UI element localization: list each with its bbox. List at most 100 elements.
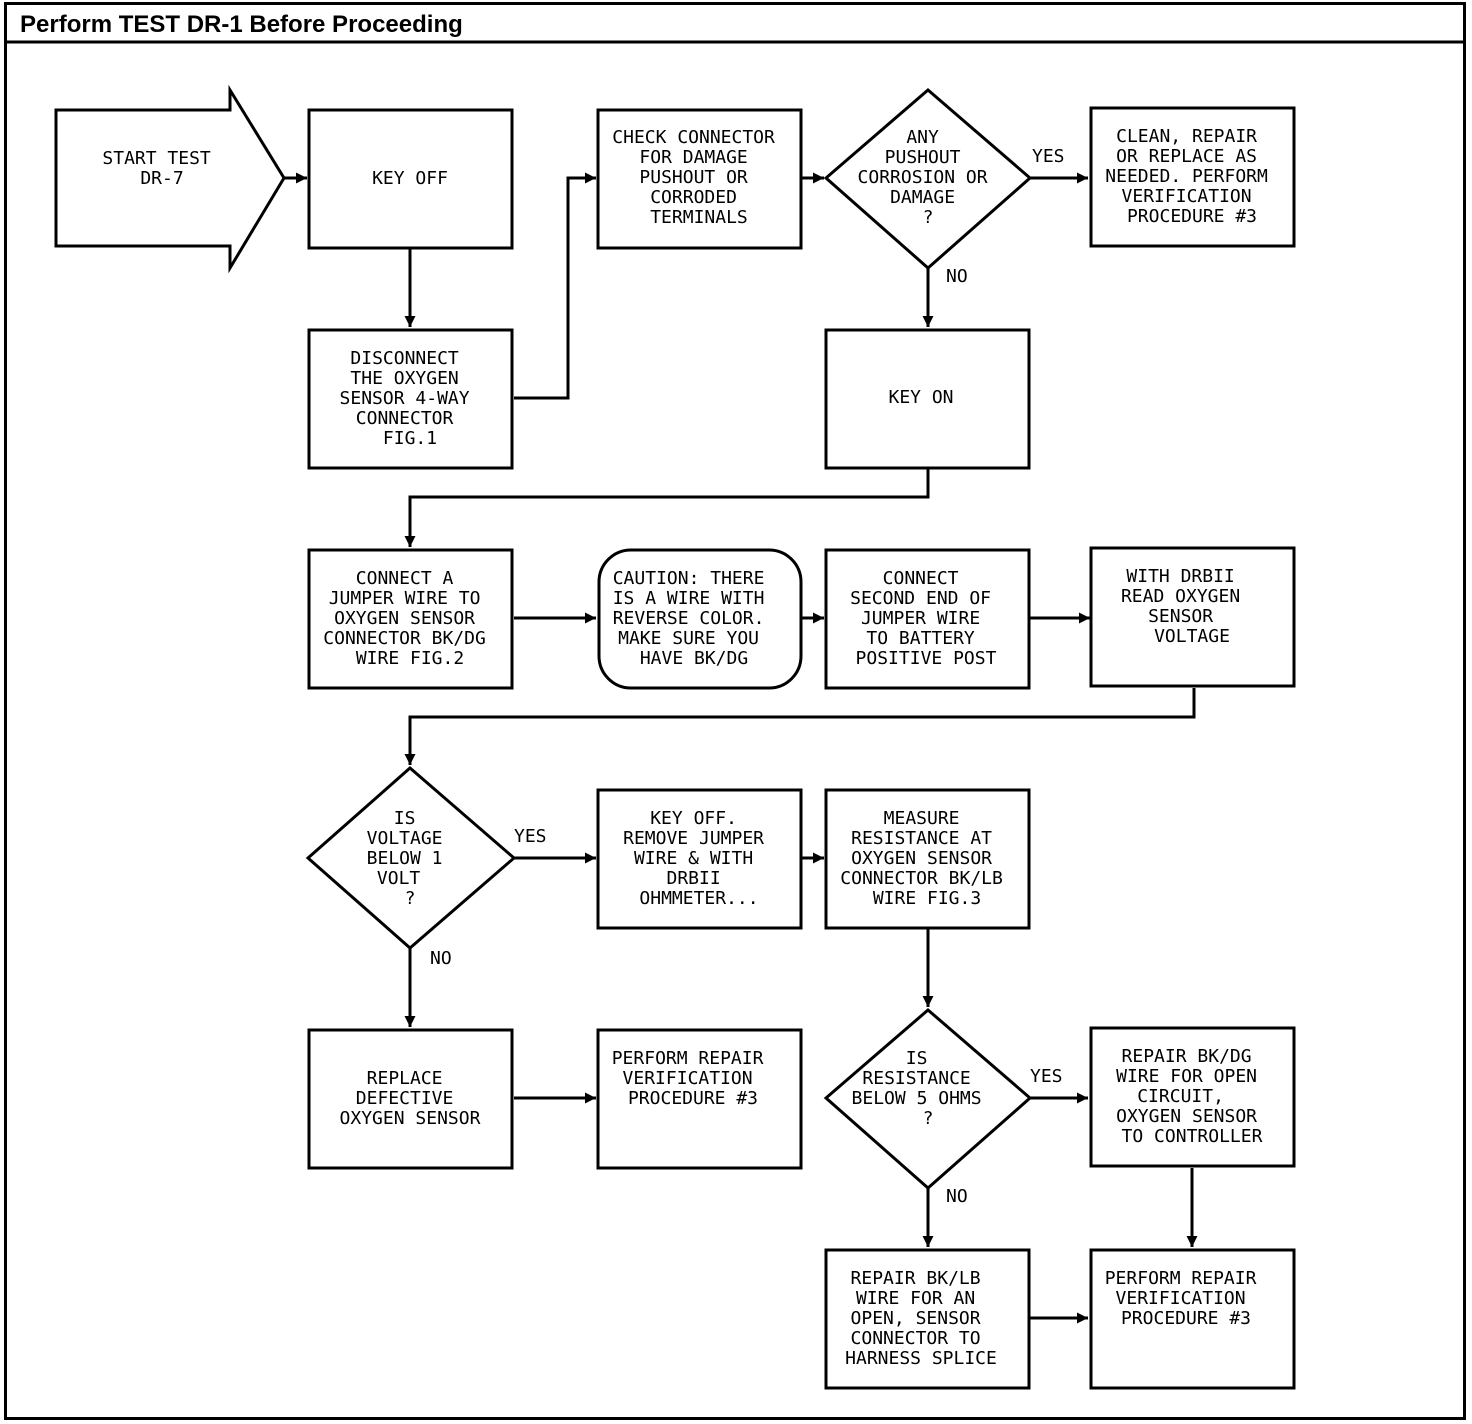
is-resistance-label: IS RESISTANCE BELOW 5 OHMS ? (852, 1048, 993, 1129)
replace-sensor-label: REPLACE DEFECTIVE OXYGEN SENSOR (340, 1068, 481, 1129)
any-pushout-line: DAMAGE (890, 187, 955, 208)
clean-repair-line: CLEAN, REPAIR (1116, 126, 1257, 147)
node-clean-repair: CLEAN, REPAIR OR REPLACE AS NEEDED. PERF… (1089, 106, 1296, 248)
repair-bkdg-line: CIRCUIT, (1137, 1086, 1224, 1107)
repair-bklb-line: OPEN, SENSOR (851, 1308, 981, 1329)
connectors (284, 172, 1198, 1324)
is-voltage-label: IS VOLTAGE BELOW 1 VOLT ? (367, 808, 454, 909)
disconnect-line: DISCONNECT (350, 348, 459, 369)
any-pushout-line: PUSHOUT (885, 147, 961, 168)
repair-bklb-label: REPAIR BK/LB WIRE FOR AN OPEN, SENSOR CO… (845, 1268, 997, 1369)
clean-repair-line: OR REPLACE AS (1116, 146, 1257, 167)
node-replace-sensor: REPLACE DEFECTIVE OXYGEN SENSOR (307, 1028, 514, 1170)
edge-read-isvoltage (404, 688, 1196, 765)
key-off-remove-label: KEY OFF. REMOVE JUMPER WIRE & WITH DRBII… (623, 808, 775, 909)
start-arrow-shape (54, 84, 286, 274)
disconnect-label: DISCONNECT THE OXYGEN SENSOR 4-WAY CONNE… (340, 348, 481, 449)
perform-repair-1-line: PROCEDURE #3 (628, 1088, 758, 1109)
any-pushout-line: ANY (906, 127, 939, 148)
connect-second-line: CONNECT (883, 568, 959, 589)
start-label: START TEST DR-7 (102, 148, 221, 189)
page-title: Perform TEST DR-1 Before Proceeding (20, 11, 463, 38)
connect-jumper-label: CONNECT A JUMPER WIRE TO OXYGEN SENSOR C… (323, 568, 496, 669)
disconnect-line: CONNECTOR (356, 408, 454, 429)
label-voltage-no: NO (430, 948, 452, 969)
connect-jumper-line: WIRE FIG.2 (356, 648, 464, 669)
node-perform-repair-1: PERFORM REPAIR VERIFICATION PROCEDURE #3 (596, 1028, 803, 1170)
node-read-voltage: WITH DRBII READ OXYGEN SENSOR VOLTAGE (1089, 546, 1296, 688)
node-caution: CAUTION: THERE IS A WIRE WITH REVERSE CO… (597, 548, 803, 690)
measure-resistance-label: MEASURE RESISTANCE AT OXYGEN SENSOR CONN… (840, 808, 1013, 909)
key-off-remove-line: OHMMETER... (639, 888, 758, 909)
is-voltage-line: VOLTAGE (367, 828, 443, 849)
node-connect-second: CONNECT SECOND END OF JUMPER WIRE TO BAT… (824, 548, 1031, 690)
label-resistance-no: NO (946, 1186, 968, 1207)
any-pushout-line: ? (923, 207, 934, 228)
label-voltage-yes: YES (514, 826, 547, 847)
perform-repair-1-label: PERFORM REPAIR VERIFICATION PROCEDURE #3 (612, 1048, 775, 1109)
key-on-label: KEY ON (888, 387, 953, 408)
disconnect-line: THE OXYGEN (350, 368, 458, 389)
connect-second-label: CONNECT SECOND END OF JUMPER WIRE TO BAT… (850, 568, 1002, 669)
is-voltage-line: ? (405, 888, 416, 909)
node-start: START TEST DR-7 (54, 84, 286, 274)
clean-repair-line: VERIFICATION (1122, 186, 1252, 207)
label-pushout-yes: YES (1032, 146, 1065, 167)
repair-bkdg-line: OXYGEN SENSOR (1116, 1106, 1257, 1127)
perform-repair-1-line: PERFORM REPAIR (612, 1048, 764, 1069)
start-line: DR-7 (140, 168, 183, 189)
connect-jumper-line: OXYGEN SENSOR (334, 608, 475, 629)
edge-disconnect-check (514, 172, 596, 400)
check-connector-line: CORRODED (650, 187, 737, 208)
node-connect-jumper: CONNECT A JUMPER WIRE TO OXYGEN SENSOR C… (307, 548, 514, 690)
repair-bklb-line: CONNECTOR TO (851, 1328, 981, 1349)
clean-repair-label: CLEAN, REPAIR OR REPLACE AS NEEDED. PERF… (1105, 126, 1278, 227)
connect-second-line: JUMPER WIRE (861, 608, 980, 629)
perform-repair-2-label: PERFORM REPAIR VERIFICATION PROCEDURE #3 (1105, 1268, 1268, 1329)
caution-line: CAUTION: THERE (613, 568, 765, 589)
key-off-remove-line: KEY OFF. (650, 808, 737, 829)
any-pushout-label: ANY PUSHOUT CORROSION OR DAMAGE ? (858, 127, 999, 228)
label-resistance-yes: YES (1030, 1066, 1063, 1087)
node-repair-bkdg: REPAIR BK/DG WIRE FOR OPEN CIRCUIT, OXYG… (1089, 1026, 1296, 1168)
measure-resistance-line: OXYGEN SENSOR (851, 848, 992, 869)
clean-repair-line: PROCEDURE #3 (1127, 206, 1257, 227)
node-key-off-remove: KEY OFF. REMOVE JUMPER WIRE & WITH DRBII… (596, 788, 803, 930)
repair-bkdg-line: REPAIR BK/DG (1122, 1046, 1252, 1067)
is-resistance-line: BELOW 5 OHMS (852, 1088, 982, 1109)
flowchart-frame: Perform TEST DR-1 Before Proceeding YES … (4, 2, 1466, 1420)
key-off-line: KEY OFF (372, 168, 448, 189)
is-resistance-line: RESISTANCE (862, 1068, 970, 1089)
repair-bkdg-label: REPAIR BK/DG WIRE FOR OPEN CIRCUIT, OXYG… (1116, 1046, 1268, 1147)
key-on-line: KEY ON (888, 387, 953, 408)
connect-jumper-line: JUMPER WIRE TO (329, 588, 481, 609)
read-voltage-line: READ OXYGEN (1121, 586, 1240, 607)
is-voltage-line: IS (394, 808, 416, 829)
node-disconnect: DISCONNECT THE OXYGEN SENSOR 4-WAY CONNE… (307, 328, 514, 470)
repair-bkdg-line: TO CONTROLLER (1122, 1126, 1263, 1147)
connect-jumper-line: CONNECTOR BK/DG (323, 628, 486, 649)
start-line: START TEST (102, 148, 211, 169)
node-check-connector: CHECK CONNECTOR FOR DAMAGE PUSHOUT OR CO… (596, 108, 803, 250)
check-connector-label: CHECK CONNECTOR FOR DAMAGE PUSHOUT OR CO… (612, 127, 785, 228)
is-voltage-line: VOLT (377, 868, 421, 889)
measure-resistance-line: WIRE FIG.3 (873, 888, 981, 909)
repair-bklb-line: WIRE FOR AN (856, 1288, 975, 1309)
label-pushout-no: NO (946, 266, 968, 287)
clean-repair-line: NEEDED. PERFORM (1105, 166, 1268, 187)
check-connector-line: TERMINALS (650, 207, 748, 228)
connect-second-line: SECOND END OF (850, 588, 991, 609)
check-connector-line: FOR DAMAGE (639, 147, 747, 168)
repair-bkdg-line: WIRE FOR OPEN (1116, 1066, 1257, 1087)
is-resistance-line: IS (906, 1048, 928, 1069)
repair-bklb-line: HARNESS SPLICE (845, 1348, 997, 1369)
read-voltage-line: WITH DRBII (1126, 566, 1234, 587)
caution-line: IS A WIRE WITH (613, 588, 765, 609)
repair-bklb-line: REPAIR BK/LB (851, 1268, 981, 1289)
measure-resistance-line: MEASURE (884, 808, 960, 829)
replace-sensor-line: OXYGEN SENSOR (340, 1108, 481, 1129)
measure-resistance-line: RESISTANCE AT (851, 828, 992, 849)
read-voltage-label: WITH DRBII READ OXYGEN SENSOR VOLTAGE (1121, 566, 1251, 647)
disconnect-line: SENSOR 4-WAY (340, 388, 470, 409)
is-voltage-line: BELOW 1 (367, 848, 443, 869)
